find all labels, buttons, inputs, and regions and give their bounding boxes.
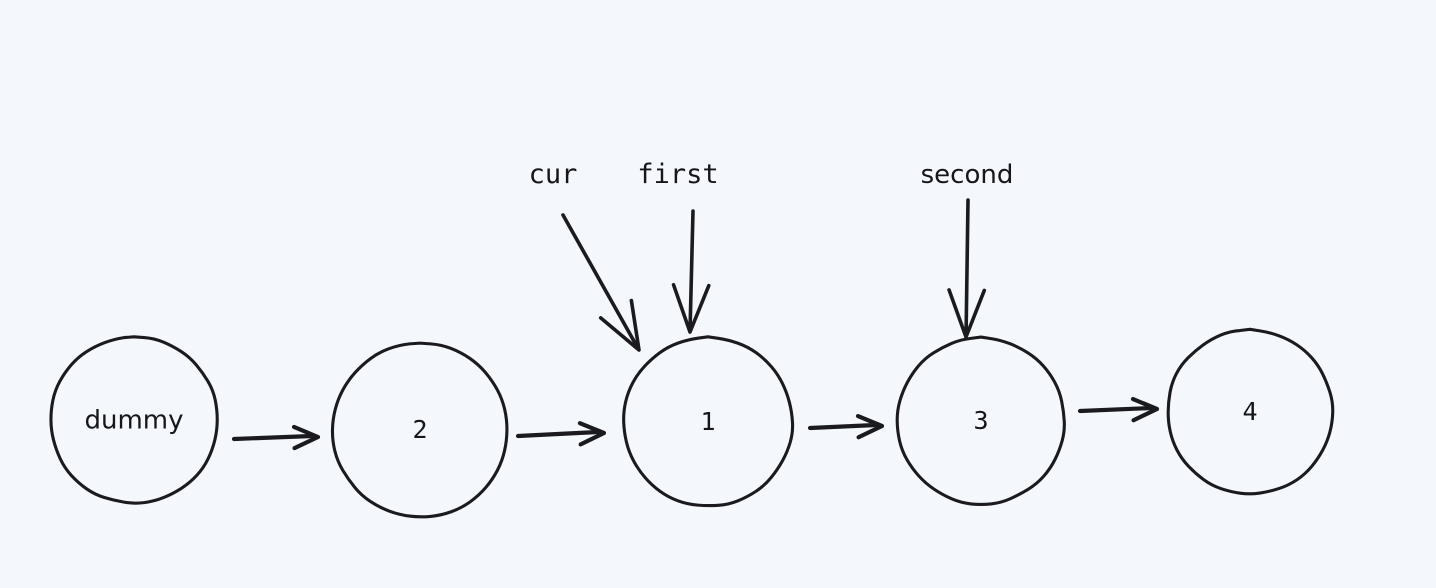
node-label: 4 <box>1242 397 1257 426</box>
pointer-label-cur: cur <box>529 159 578 190</box>
nodes-group: dummy 2 1 3 4 <box>49 327 1335 519</box>
pointer-arrowhead-icon <box>598 298 641 352</box>
node-circle <box>1166 327 1335 496</box>
pointer-label-first: first <box>637 159 718 190</box>
pointer-shaft <box>964 198 970 335</box>
pointer-cur[interactable]: cur <box>529 159 641 352</box>
pointer-arrowhead-icon <box>947 288 987 339</box>
pointer-arrows-group: cur first second <box>529 159 1014 352</box>
pointer-label-second: second <box>921 160 1014 190</box>
link-arrowhead-icon <box>1130 396 1160 423</box>
node-circle <box>330 341 509 519</box>
node-circle <box>895 335 1066 507</box>
pointer-shaft <box>561 213 639 349</box>
node-label: 2 <box>412 415 427 444</box>
pointer-second[interactable]: second <box>921 160 1014 339</box>
link-arrowhead-icon <box>855 413 885 440</box>
link-arrow-3-to-4 <box>1077 396 1160 423</box>
node-circle <box>622 335 795 508</box>
link-shaft <box>231 433 315 442</box>
link-arrow-2-to-1 <box>515 421 607 447</box>
node-label: dummy <box>84 406 183 436</box>
pointer-first[interactable]: first <box>637 159 719 334</box>
node-n4[interactable]: 4 <box>1166 327 1335 496</box>
link-arrows-group <box>231 396 1160 451</box>
node-n2[interactable]: 2 <box>330 341 509 519</box>
node-dummy[interactable]: dummy <box>49 335 219 505</box>
link-shaft <box>807 422 879 431</box>
link-arrowhead-icon <box>577 421 607 447</box>
link-arrowhead-icon <box>291 424 321 451</box>
node-n3[interactable]: 3 <box>895 335 1066 507</box>
node-n1[interactable]: 1 <box>622 335 795 508</box>
link-shaft <box>1077 405 1154 414</box>
pointer-shaft <box>688 209 695 330</box>
link-arrow-1-to-3 <box>807 413 885 440</box>
node-circle <box>49 335 219 505</box>
link-arrow-dummy-to-2 <box>231 424 321 451</box>
pointer-arrowhead-icon <box>671 282 711 334</box>
node-label: 1 <box>700 407 715 436</box>
node-label: 3 <box>973 406 988 435</box>
link-shaft <box>515 429 601 439</box>
